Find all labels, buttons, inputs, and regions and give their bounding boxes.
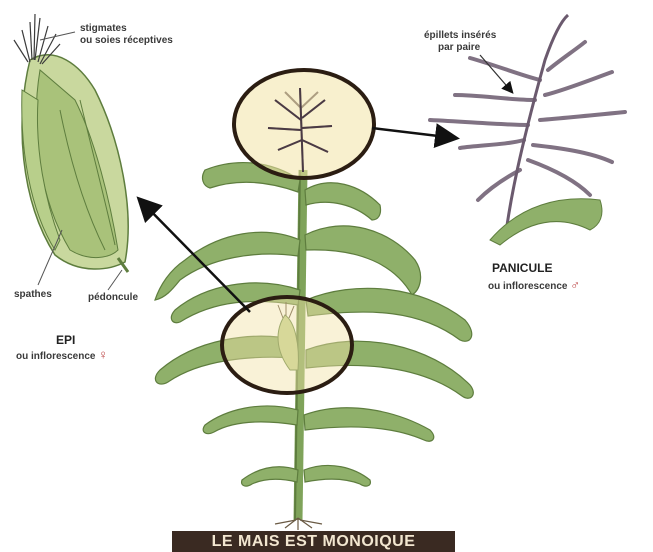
label-panicule: PANICULE: [492, 262, 552, 276]
label-infl-female: ou inflorescence: [16, 351, 95, 362]
label-epi: EPI: [56, 334, 75, 348]
label-par-paire: par paire: [438, 42, 480, 54]
ear-highlight-circle: [222, 297, 352, 393]
label-stigmates: stigmates: [80, 23, 127, 35]
ear-detail: [14, 14, 128, 290]
pointer-pedoncule: [108, 270, 122, 290]
pointer-epillets: [480, 55, 512, 92]
label-epillets: épillets insérés: [424, 30, 496, 42]
tassel-highlight-circle: [234, 70, 374, 178]
label-infl-male-line: ou inflorescence ♂: [488, 278, 580, 293]
title-banner: LE MAIS EST MONOIQUE: [172, 531, 455, 552]
label-pedoncule: pédoncule: [88, 292, 138, 304]
female-symbol-icon: ♀: [98, 347, 108, 362]
male-symbol-icon: ♂: [570, 277, 580, 292]
label-infl-female-line: ou inflorescence ♀: [16, 348, 108, 363]
arrow-to-tassel-detail: [372, 128, 455, 138]
label-infl-male: ou inflorescence: [488, 281, 567, 292]
label-spathes: spathes: [14, 289, 52, 301]
label-soies: ou soies réceptives: [80, 35, 173, 47]
roots-icon: [275, 518, 322, 530]
